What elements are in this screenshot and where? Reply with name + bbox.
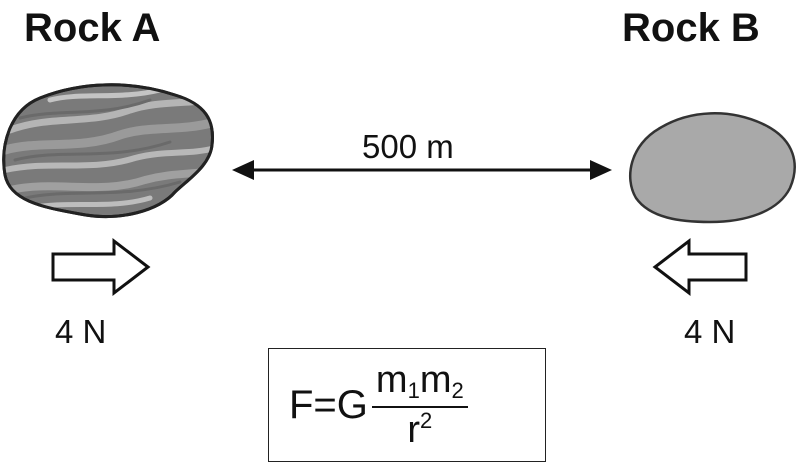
formula-r: r [407,409,421,451]
force-arrow-left-icon [652,237,748,297]
formula-sub1: 1 [407,378,420,403]
rock-a-force-label: 4 N [55,313,107,350]
formula-fraction: m1m2 r2 [371,359,468,451]
arrowhead-right-icon [590,160,612,180]
rock-a [2,83,215,218]
formula-box: F=G m1m2 r2 [268,348,546,462]
formula-exponent: 2 [420,408,433,433]
force-arrow-right-icon [51,237,151,297]
distance-label: 500 m [362,128,454,165]
formula-sub2: 2 [451,378,464,403]
formula-denominator: r2 [407,408,433,451]
formula-m1: m [375,359,408,401]
distance-arrow [232,160,612,180]
rock-b-title: Rock B [622,6,760,50]
arrowhead-left-icon [232,160,254,180]
rock-b-force-label: 4 N [684,313,736,350]
formula-lhs: F=G [289,383,368,427]
formula-numerator: m1m2 [371,359,468,408]
gravitation-formula: F=G m1m2 r2 [289,349,468,461]
formula-m2: m [419,359,452,401]
rock-b [628,112,796,224]
rock-a-title: Rock A [24,6,161,50]
